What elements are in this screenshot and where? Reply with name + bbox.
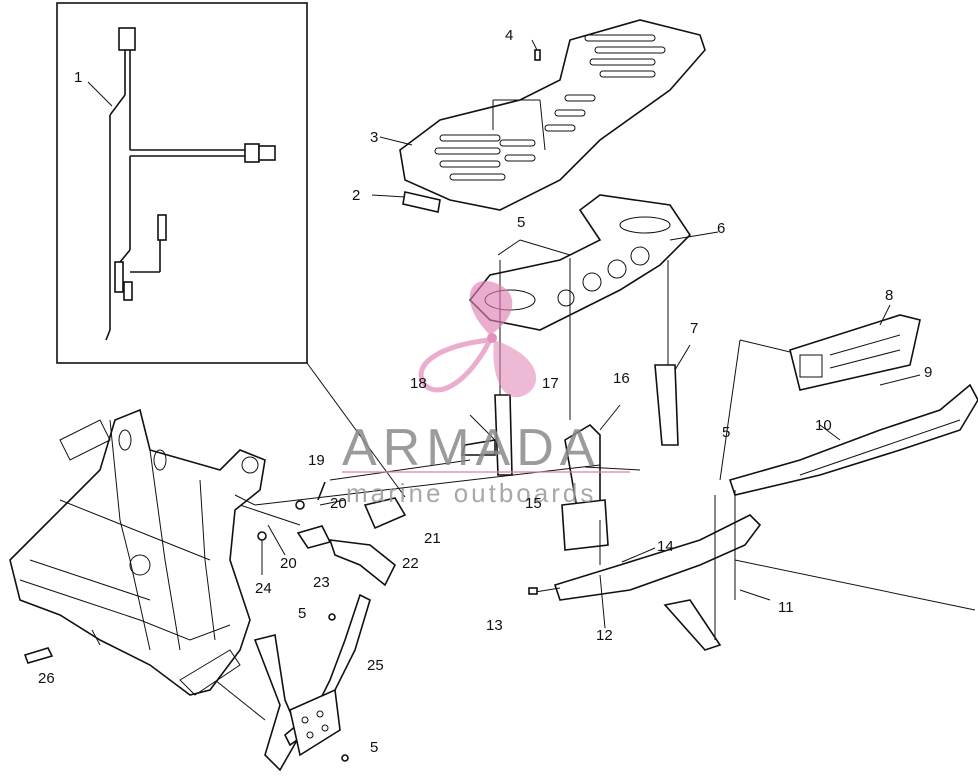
callout-label: 8 <box>885 287 893 304</box>
watermark-tagline: marine outboards <box>346 478 596 508</box>
frame-pad-26 <box>23 647 54 664</box>
callout-label: 11 <box>778 599 794 616</box>
callout-label: 9 <box>924 364 932 381</box>
callout-label: 21 <box>424 530 441 547</box>
callout-label: 6 <box>717 220 725 237</box>
callout-label: 16 <box>613 370 630 387</box>
callout-label: 4 <box>505 27 513 44</box>
callout-label: 5 <box>370 739 378 756</box>
mounting-plate <box>468 194 719 331</box>
callout-label: 5 <box>517 214 525 231</box>
crossbar-12 <box>528 490 976 651</box>
wiring-harness <box>105 27 276 341</box>
callout-label: 20 <box>330 495 347 512</box>
fan-logo-icon <box>418 281 537 398</box>
callout-label: 7 <box>690 320 698 337</box>
skid-plate-25 <box>214 593 371 772</box>
rack-bracket-2 <box>371 191 441 213</box>
callout-label: 22 <box>402 555 419 572</box>
taillight-8 <box>789 304 921 391</box>
callout-label: 2 <box>352 187 360 204</box>
callout-label: 19 <box>308 452 325 469</box>
bracket-16 <box>561 404 621 565</box>
callout-labels: 1 2 3 4 5 6 7 8 9 10 5 16 17 18 19 20 20… <box>38 27 932 756</box>
callout-label: 12 <box>596 627 613 644</box>
callout-label: 5 <box>722 424 730 441</box>
rear-bumper-10 <box>728 383 978 496</box>
harness-inset <box>56 2 406 498</box>
callout-label: 3 <box>370 129 378 146</box>
callout-label: 17 <box>542 375 559 392</box>
callout-label: 13 <box>486 617 503 634</box>
callout-label: 14 <box>657 538 674 555</box>
callout-label: 1 <box>74 69 82 86</box>
callout-label: 15 <box>525 495 542 512</box>
callout-label: 24 <box>255 580 272 597</box>
callout-label: 18 <box>410 375 427 392</box>
vehicle-frame <box>9 408 266 696</box>
armada-watermark: ARMADA marine outboards <box>342 281 630 508</box>
callout-label: 5 <box>298 605 306 622</box>
callout-label: 25 <box>367 657 384 674</box>
callout-label: 20 <box>280 555 297 572</box>
watermark-brand: ARMADA <box>342 419 600 477</box>
callout-label: 23 <box>313 574 330 591</box>
strut-7 <box>654 260 691 446</box>
rear-rack <box>399 19 706 211</box>
rack-bolt-4 <box>534 49 541 61</box>
callout-label: 26 <box>38 670 55 687</box>
hitch-hardware <box>239 481 407 587</box>
callout-label: 10 <box>815 417 832 434</box>
